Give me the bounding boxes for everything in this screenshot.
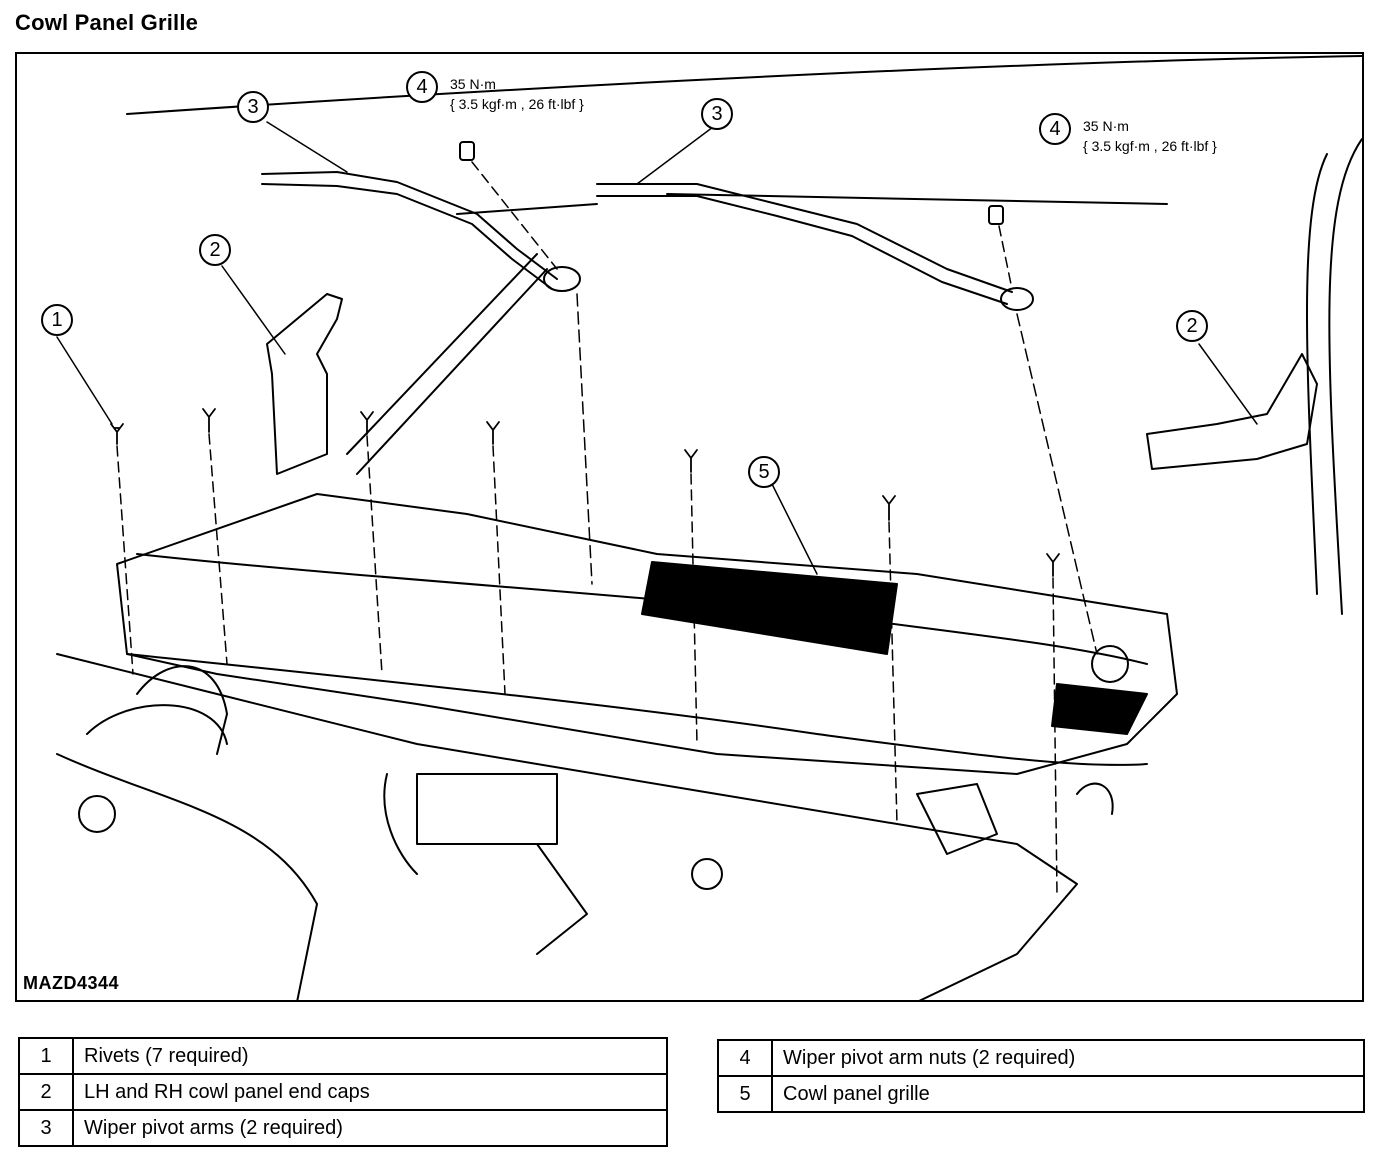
firewall-panel: [56, 653, 1078, 1000]
legend-table-right: 4 Wiper pivot arm nuts (2 required) 5 Co…: [717, 1039, 1365, 1113]
legend-description: Cowl panel grille: [771, 1075, 1365, 1113]
callout-label-3b: 3: [711, 103, 722, 125]
pivot-arm-left-hub: [543, 266, 581, 292]
callout-circle-2a: [199, 234, 231, 266]
figure-id: MAZD4344: [21, 973, 122, 994]
callout-label-3a: 3: [247, 96, 258, 118]
illustration-canvas: 1 2 3 4 3 4 2 5: [41, 55, 1362, 1000]
torque-spec-right-line2: { 3.5 kgf·m , 26 ft·lbf }: [1083, 138, 1217, 154]
rivet-2: [202, 408, 216, 433]
rivet-leader-lines: [116, 433, 1058, 895]
legend-table-left: 1 Rivets (7 required) 2 LH and RH cowl p…: [18, 1037, 668, 1147]
callout-label-4b: 4: [1049, 118, 1060, 140]
legend-number: 1: [18, 1037, 74, 1075]
callout-circle-3b: [701, 98, 733, 130]
rivet-6: [882, 495, 896, 521]
legend-number: 3: [18, 1109, 74, 1147]
wiper-motor: [916, 782, 1114, 855]
callout-circle-4a: [406, 71, 438, 103]
nut-leader-right: [998, 225, 1013, 290]
callout-circle-3a: [237, 91, 269, 123]
rivet-7: [1046, 553, 1060, 577]
pivot-nut-right: [988, 205, 1004, 225]
pivot-arm-right-hub: [1000, 287, 1034, 311]
callout-circle-5: [748, 456, 780, 488]
legend-row: 5 Cowl panel grille: [717, 1075, 1365, 1113]
rivet-5: [684, 449, 698, 473]
wiper-pivot-arm-right: [596, 183, 1013, 305]
pivot-leader-right: [1016, 313, 1098, 655]
grille-mesh-right: [1051, 683, 1148, 735]
callout-label-2a: 2: [209, 239, 220, 261]
cowl-grille-body: [116, 493, 1178, 775]
callout-circle-1: [41, 304, 73, 336]
pivot-nut-left: [459, 141, 475, 161]
callout-label-4a: 4: [416, 76, 427, 98]
torque-spec-left: 35 N·m { 3.5 kgf·m , 26 ft·lbf }: [450, 74, 584, 114]
pivot-leader-left: [576, 293, 593, 585]
callout-label-2b: 2: [1186, 315, 1197, 337]
legend-row: 1 Rivets (7 required): [18, 1037, 668, 1075]
strut-tower-left: [136, 665, 228, 755]
legend-number: 4: [717, 1039, 773, 1077]
end-cap-right: [1146, 353, 1318, 470]
torque-spec-right: 35 N·m { 3.5 kgf·m , 26 ft·lbf }: [1083, 116, 1217, 156]
callout-leaders: [56, 121, 1258, 575]
legend-number: 5: [717, 1075, 773, 1113]
callout-label-5: 5: [758, 461, 769, 483]
engine-bay-details: [78, 704, 723, 955]
callout-circle-4b: [1039, 113, 1071, 145]
legend-description: LH and RH cowl panel end caps: [72, 1073, 668, 1111]
pivot-hole-right: [1091, 645, 1129, 683]
windshield-outline: [126, 55, 1362, 615]
rivet-1: [110, 423, 124, 445]
torque-spec-left-line2: { 3.5 kgf·m , 26 ft·lbf }: [450, 96, 584, 112]
legend-description: Wiper pivot arm nuts (2 required): [771, 1039, 1365, 1077]
legend-number: 2: [18, 1073, 74, 1111]
wiper-pivot-arm-left: [261, 171, 558, 290]
legend-description: Rivets (7 required): [72, 1037, 668, 1075]
legend-row: 2 LH and RH cowl panel end caps: [18, 1073, 668, 1111]
callout-label-1: 1: [51, 309, 62, 331]
nut-leader-left: [471, 161, 558, 270]
wiper-blade: [456, 193, 1168, 215]
torque-spec-left-line1: 35 N·m: [450, 76, 496, 92]
windshield-pillar: [346, 253, 548, 475]
exploded-view-illustration: 1 2 3 4 3 4 2 5 35 N·m { 3.5 kgf·m , 26 …: [15, 52, 1364, 1002]
grille-mesh-center: [641, 561, 898, 655]
rivets: [110, 408, 1060, 577]
cowl-grille-lower-edge: [126, 653, 1148, 766]
legend-row: 3 Wiper pivot arms (2 required): [18, 1109, 668, 1147]
legend-description: Wiper pivot arms (2 required): [72, 1109, 668, 1147]
end-cap-left: [266, 293, 343, 475]
torque-spec-right-line1: 35 N·m: [1083, 118, 1129, 134]
legend-row: 4 Wiper pivot arm nuts (2 required): [717, 1039, 1365, 1077]
callout-circle-2b: [1176, 310, 1208, 342]
page-title: Cowl Panel Grille: [15, 10, 199, 35]
rivet-4: [486, 421, 500, 445]
rivet-3: [360, 411, 374, 435]
